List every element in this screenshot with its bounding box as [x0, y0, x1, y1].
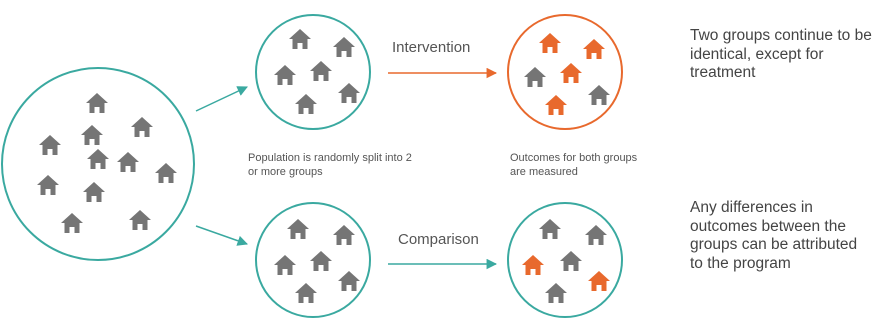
house-icon — [37, 175, 59, 195]
house-icon — [588, 85, 610, 105]
house-icon — [522, 255, 544, 275]
house-icon — [39, 135, 61, 155]
population-circle — [1, 67, 195, 261]
house-icon — [585, 225, 607, 245]
house-icon — [333, 225, 355, 245]
house-icon — [289, 29, 311, 49]
house-icon — [274, 255, 296, 275]
house-icon — [295, 283, 317, 303]
intervention-outcome-circle — [507, 14, 623, 130]
house-icon — [560, 251, 582, 271]
house-icon — [545, 283, 567, 303]
house-icon — [560, 63, 582, 83]
house-icon — [310, 61, 332, 81]
house-icon — [295, 94, 317, 114]
house-icon — [117, 152, 139, 172]
house-icon — [155, 163, 177, 183]
intervention-label: Intervention — [392, 39, 471, 56]
comparison-group-circle — [255, 202, 371, 318]
house-icon — [129, 210, 151, 230]
house-icon — [86, 93, 108, 113]
split-caption: Population is randomly split into 2 or m… — [248, 152, 412, 178]
house-icon — [310, 251, 332, 271]
intervention-group-houses — [274, 29, 360, 114]
split-arrow-up — [195, 86, 248, 112]
comparison-outcome-houses — [522, 219, 610, 303]
house-icon — [131, 117, 153, 137]
differences-note: Any differences in outcomes between the … — [690, 199, 858, 272]
house-icon — [81, 125, 103, 145]
identical-note: Two groups continue to be identical, exc… — [690, 27, 872, 82]
house-icon — [83, 182, 105, 202]
house-icon — [524, 67, 546, 87]
measured-caption: Outcomes for both groups are measured — [510, 152, 638, 178]
intervention-outcome-houses — [524, 33, 610, 115]
house-icon — [287, 219, 309, 239]
house-icon — [87, 149, 109, 169]
split-arrow-down — [195, 225, 248, 246]
comparison-outcome-circle — [507, 202, 623, 318]
intervention-group-circle — [255, 14, 371, 130]
house-icon — [539, 33, 561, 53]
house-icon — [583, 39, 605, 59]
house-icon — [545, 95, 567, 115]
population-houses — [37, 93, 177, 233]
house-icon — [61, 213, 83, 233]
house-icon — [539, 219, 561, 239]
house-icon — [274, 65, 296, 85]
house-icon — [338, 271, 360, 291]
comparison-group-houses — [274, 219, 360, 303]
comparison-label: Comparison — [398, 231, 479, 248]
house-icon — [588, 271, 610, 291]
house-icon — [333, 37, 355, 57]
house-icon — [338, 83, 360, 103]
